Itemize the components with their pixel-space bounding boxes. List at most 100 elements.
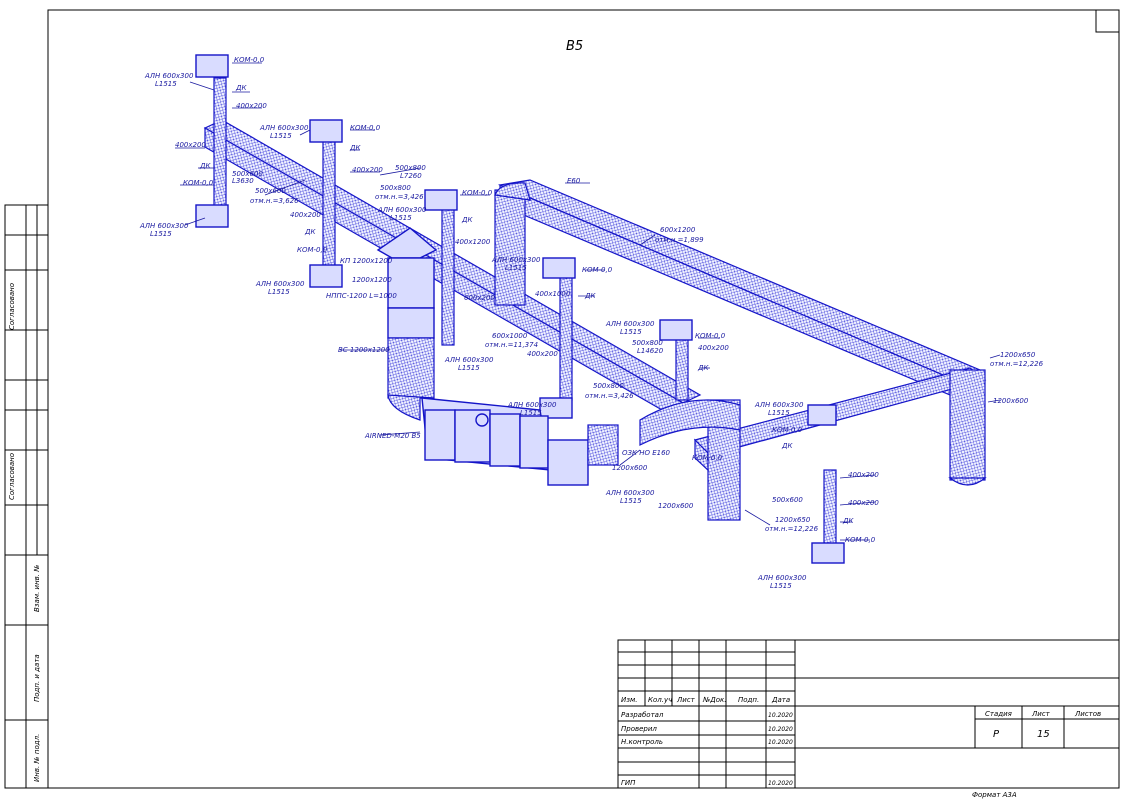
label-e60: Е60 <box>567 177 581 185</box>
label-alh-9: АЛН 600х300 <box>605 489 655 497</box>
label-alh-6-l: L1515 <box>620 328 642 336</box>
label-kp: КП 1200х1200 <box>340 257 393 265</box>
label-dk-4: ДК <box>461 216 473 224</box>
label-alh-7-l: L1515 <box>458 364 480 372</box>
label-kom-left: КОМ-0,0 <box>183 179 214 187</box>
sheets-label: Листов <box>1074 710 1101 718</box>
label-kom-8: КОМ-0,0 <box>692 454 723 462</box>
title-block-headers: Изм. Кол.уч Лист №Док. Подп. Дата <box>621 696 790 704</box>
label-400x200-top: 400х200 <box>236 102 267 110</box>
label-500x800: 500х800 <box>395 164 426 172</box>
label-alh-8: АЛН 600х300 <box>507 401 557 409</box>
label-l7260: L7260 <box>400 172 422 180</box>
sheet-title: В5 <box>566 39 583 54</box>
label-400x200-12: 400х200 <box>848 499 879 507</box>
label-otm-11374: отм.н.=11,374 <box>485 341 538 349</box>
title-block-rows: Разработал 10.2020 Проверил 10.2020 Н.ко… <box>621 711 793 787</box>
label-1200x650: 1200х650 <box>1000 351 1036 359</box>
label-400x200-6: 400х200 <box>698 344 729 352</box>
label-400x200-7: 400х200 <box>527 350 558 358</box>
label-1200x600: 1200х600 <box>612 464 648 472</box>
label-npps: НППС-1200 L=1000 <box>326 292 397 300</box>
label-alh-10-l: L1515 <box>768 409 790 417</box>
label-alh-left: АЛН 600х300 <box>139 222 189 230</box>
format-label: Формат А3А <box>972 791 1017 799</box>
label-otm-3426b: отм.н.=3,426 <box>585 392 634 400</box>
label-400x200-left: 400х200 <box>175 141 206 149</box>
label-alh-4: АЛН 600х300 <box>255 280 305 288</box>
label-kom-10: КОМ-0,0 <box>772 426 803 434</box>
label-500x800b: 500х800 <box>380 184 411 192</box>
leader-lines <box>175 62 1001 541</box>
label-otm-1899: отм.н.=1,899 <box>655 236 704 244</box>
label-dk-3: ДК <box>304 228 316 236</box>
label-l14620: L14620 <box>637 347 664 355</box>
label-alh-7: АЛН 600х300 <box>444 356 494 364</box>
label-alh-6: АЛН 600х300 <box>605 320 655 328</box>
label-alh-3-l: L1515 <box>390 214 412 222</box>
label-ozk: ОЗК НО Е160 <box>622 449 671 457</box>
label-1200x1200: 1200х1200 <box>352 276 392 284</box>
sheet-label: Лист <box>1031 710 1051 718</box>
row-date-developed: 10.2020 <box>768 712 793 719</box>
header-ndok: №Док. <box>702 696 727 704</box>
label-kom-top: КОМ-0,0 <box>234 56 265 64</box>
label-kom-12: КОМ-0,0 <box>845 536 876 544</box>
label-dk-12: ДК <box>842 517 854 525</box>
label-airned: AIRNED-M20 В5 <box>364 432 421 440</box>
sidebar-label-agreed-2: Согласовано <box>8 453 16 500</box>
label-dk-6: ДК <box>697 364 709 372</box>
label-alh-12: АЛН 600х300 <box>757 574 807 582</box>
label-alh-10: АЛН 600х300 <box>754 401 804 409</box>
label-otm-12226b: отм.н.=12,226 <box>765 525 819 533</box>
header-list: Лист <box>676 696 696 704</box>
row-date-ncontrol: 10.2020 <box>768 739 793 746</box>
label-otm-3626: отм.н.=3,626 <box>250 197 299 205</box>
label-600x1000: 600х1000 <box>492 332 528 340</box>
label-600x1200: 600х1200 <box>660 226 696 234</box>
label-alh-8-l: L1515 <box>520 409 542 417</box>
title-block <box>617 639 1120 789</box>
label-1200x650b: 1200х650 <box>775 516 811 524</box>
row-date-checked: 10.2020 <box>768 726 793 733</box>
label-1200x600c: 1200х600 <box>993 397 1029 405</box>
label-1200x600b: 1200х600 <box>658 502 694 510</box>
stage-label: Стадия <box>985 710 1012 718</box>
label-600x200: 600х200 <box>464 294 495 302</box>
label-l3630: L3630 <box>232 177 254 185</box>
sidebar-label-inv-orig: Инв. № подл. <box>33 734 41 782</box>
row-role-developed: Разработал <box>621 711 664 719</box>
label-alh-12-l: L1515 <box>770 582 792 590</box>
stage-value: Р <box>993 729 1000 740</box>
label-alh-9-l: L1515 <box>620 497 642 505</box>
label-500x800d: 500х800 <box>593 382 624 390</box>
header-podp: Подп. <box>738 696 759 704</box>
header-kol-uch: Кол.уч <box>648 696 672 704</box>
duct-labels: АЛН 600х300 L1515 КОМ-0,0 ДК 400х200 400… <box>139 56 1044 590</box>
label-kom-4: КОМ-0,0 <box>462 189 493 197</box>
label-kom-5: КОМ-0,0 <box>582 266 613 274</box>
row-role-checked: Проверил <box>621 725 657 733</box>
header-izm: Изм. <box>621 696 637 704</box>
label-alh-left-l: L1515 <box>150 230 172 238</box>
label-kom-3: КОМ-0,0 <box>297 246 328 254</box>
sidebar-label-sign-date: Подп. и дата <box>33 654 41 702</box>
label-400x1000: 400х1000 <box>535 290 571 298</box>
row-role-ncontrol: Н.контроль <box>621 738 663 746</box>
label-kom-6: КОМ-0,0 <box>695 332 726 340</box>
sheet-value: 15 <box>1037 729 1050 740</box>
header-data: Дата <box>771 696 790 704</box>
label-alh-3: АЛН 600х300 <box>377 206 427 214</box>
label-dk-2: ДК <box>349 144 361 152</box>
label-400x200-11: 400х200 <box>848 471 879 479</box>
row-date-gip: 10.2020 <box>768 780 793 787</box>
label-otm-12226: отм.н.=12,226 <box>990 360 1044 368</box>
label-vs: ВС 1200х1200 <box>338 346 390 354</box>
label-400x1200: 400х1200 <box>455 238 491 246</box>
label-otm-3426: отм.н.=3,426 <box>375 193 424 201</box>
sidebar-label-replace-inv: Взам. инв. № <box>33 564 41 612</box>
label-alh-top-l: L1515 <box>155 80 177 88</box>
label-alh-5-l: L1515 <box>505 264 527 272</box>
label-alh-2-l: L1515 <box>270 132 292 140</box>
